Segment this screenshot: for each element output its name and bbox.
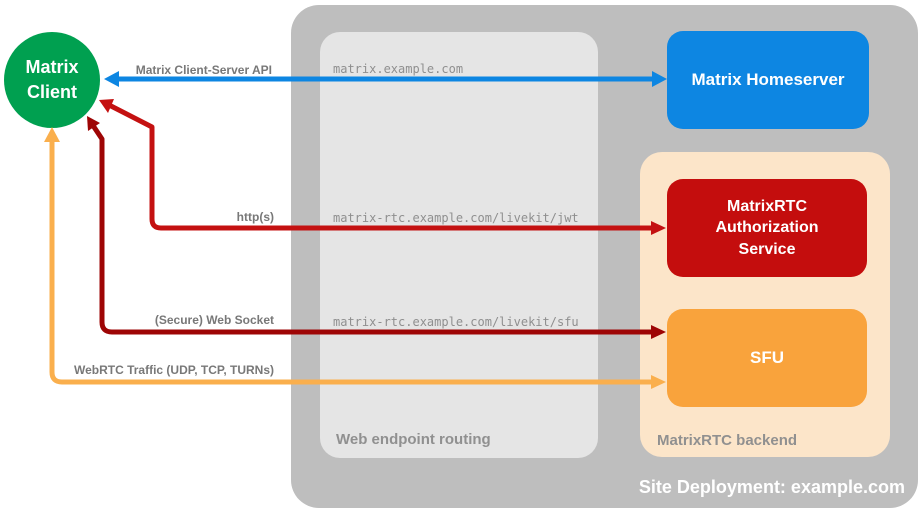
matrixrtc-backend-label: MatrixRTC backend [657, 432, 798, 449]
site-deployment-label: Site Deployment: example.com [638, 477, 905, 497]
matrixrtc-authorization-service-node: MatrixRTC Authorization Service [667, 179, 867, 277]
sfu-node: SFU [667, 309, 867, 407]
matrix-client-node: Matrix Client [4, 32, 100, 128]
matrix-homeserver-node: Matrix Homeserver [667, 31, 869, 129]
client-server-api-label: Matrix Client-Server API [135, 63, 272, 77]
livekit-jwt-endpoint-url: matrix-rtc.example.com/livekit/jwt [333, 211, 579, 225]
web-endpoint-routing-label: Web endpoint routing [336, 431, 491, 448]
websocket-label: (Secure) Web Socket [154, 313, 274, 327]
web-endpoint-routing-box: Web endpoint routing [320, 32, 598, 458]
matrix-endpoint-url: matrix.example.com [333, 62, 464, 76]
webrtc-traffic-label: WebRTC Traffic (UDP, TCP, TURNs) [73, 363, 274, 377]
livekit-sfu-endpoint-url: matrix-rtc.example.com/livekit/sfu [333, 315, 579, 329]
https-label: http(s) [236, 210, 274, 224]
